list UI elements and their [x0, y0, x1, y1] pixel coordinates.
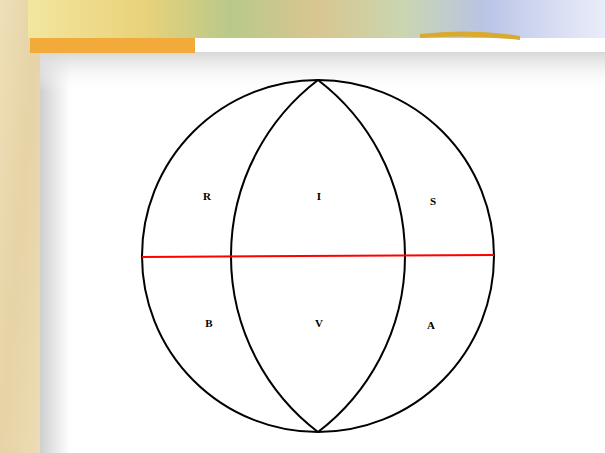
- outer-circle: [142, 80, 494, 432]
- page-shadow: [40, 52, 605, 92]
- region-letter: A: [427, 320, 435, 331]
- region-letter: R: [203, 191, 211, 202]
- page-shadow: [40, 52, 70, 453]
- image-band: [28, 0, 605, 38]
- region-letter: V: [315, 318, 323, 329]
- orange-bar: [30, 38, 195, 53]
- image-band: [480, 0, 605, 38]
- band-detail: [420, 31, 520, 40]
- region-letter: S: [430, 196, 436, 207]
- red-divider: [142, 255, 494, 257]
- region-letter: B: [205, 318, 212, 329]
- textured-strip: [0, 0, 40, 453]
- region-letter: I: [317, 191, 321, 202]
